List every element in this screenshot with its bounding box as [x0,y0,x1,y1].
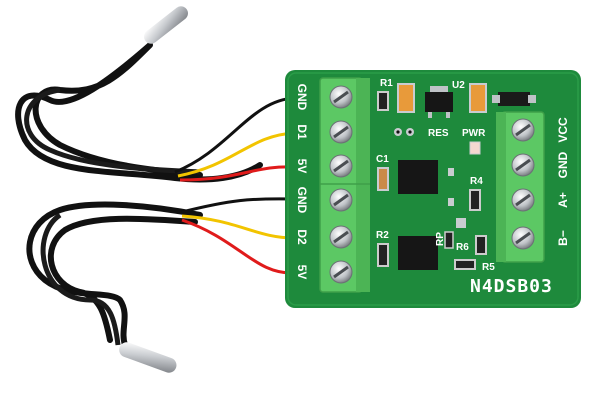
left-label-5: D2 [295,229,309,245]
probe-1-steel-tip [144,6,188,44]
regulator-u2 [425,92,453,112]
power-led [469,141,481,155]
screw-right-4 [511,226,535,250]
temperature-probe-2 [26,201,203,373]
screw-left-6 [329,260,353,284]
label-r1: R1 [380,78,393,89]
screw-left-4 [329,188,353,212]
resistor-rp [444,231,454,249]
label-u2: U2 [452,80,465,91]
screw-left-3 [329,154,353,178]
left-label-1: GND [295,84,309,111]
label-c1: C1 [376,154,389,165]
probe-2-steel-tip [119,342,177,373]
screw-left-2 [329,120,353,144]
left-terminal-block [319,77,370,293]
left-label-2: D1 [295,124,309,140]
resistor-r6 [475,235,487,255]
label-r2: R2 [376,230,389,241]
right-terminal-block [496,111,545,263]
board-model-label: N4DSB03 [470,276,553,297]
label-r5: R5 [482,262,495,273]
right-label-3: A+ [556,192,570,208]
temperature-probe-1 [15,6,263,183]
ic-chip-1 [398,160,438,194]
label-pwr: PWR [462,128,486,139]
capacitor-u2 [469,83,487,113]
resistor-r5 [454,259,476,270]
resistor-r4 [469,189,481,211]
left-terminal-labels: GND D1 5V GND D2 5V [295,84,309,280]
screw-right-3 [511,188,535,212]
right-label-4: B− [556,230,570,246]
tantalum-capacitor [397,83,415,113]
screw-left-5 [329,225,353,249]
resistor-r2 [377,243,389,267]
right-label-1: VCC [556,117,570,143]
screw-left-1 [329,85,353,109]
left-label-6: 5V [295,265,309,280]
label-r6: R6 [456,242,469,253]
diode [498,92,530,106]
label-res: RES [428,128,449,139]
sensor-1-wires [174,96,296,182]
left-label-3: 5V [295,159,309,174]
capacitor-c1 [377,167,389,191]
sensor-2-wires [181,197,296,275]
right-terminal-labels: VCC GND A+ B− [556,117,570,246]
ic-chip-2 [398,236,438,270]
label-r4: R4 [470,176,483,187]
right-label-2: GND [556,151,570,178]
screw-right-1 [511,118,535,142]
components: R1 U2 RES PWR C1 R4 R2 [376,78,536,273]
resistor-r1 [377,91,389,111]
probe-2-cable [26,201,203,348]
screw-right-2 [511,153,535,177]
label-rp: RP [435,232,446,246]
left-label-4: GND [295,187,309,214]
